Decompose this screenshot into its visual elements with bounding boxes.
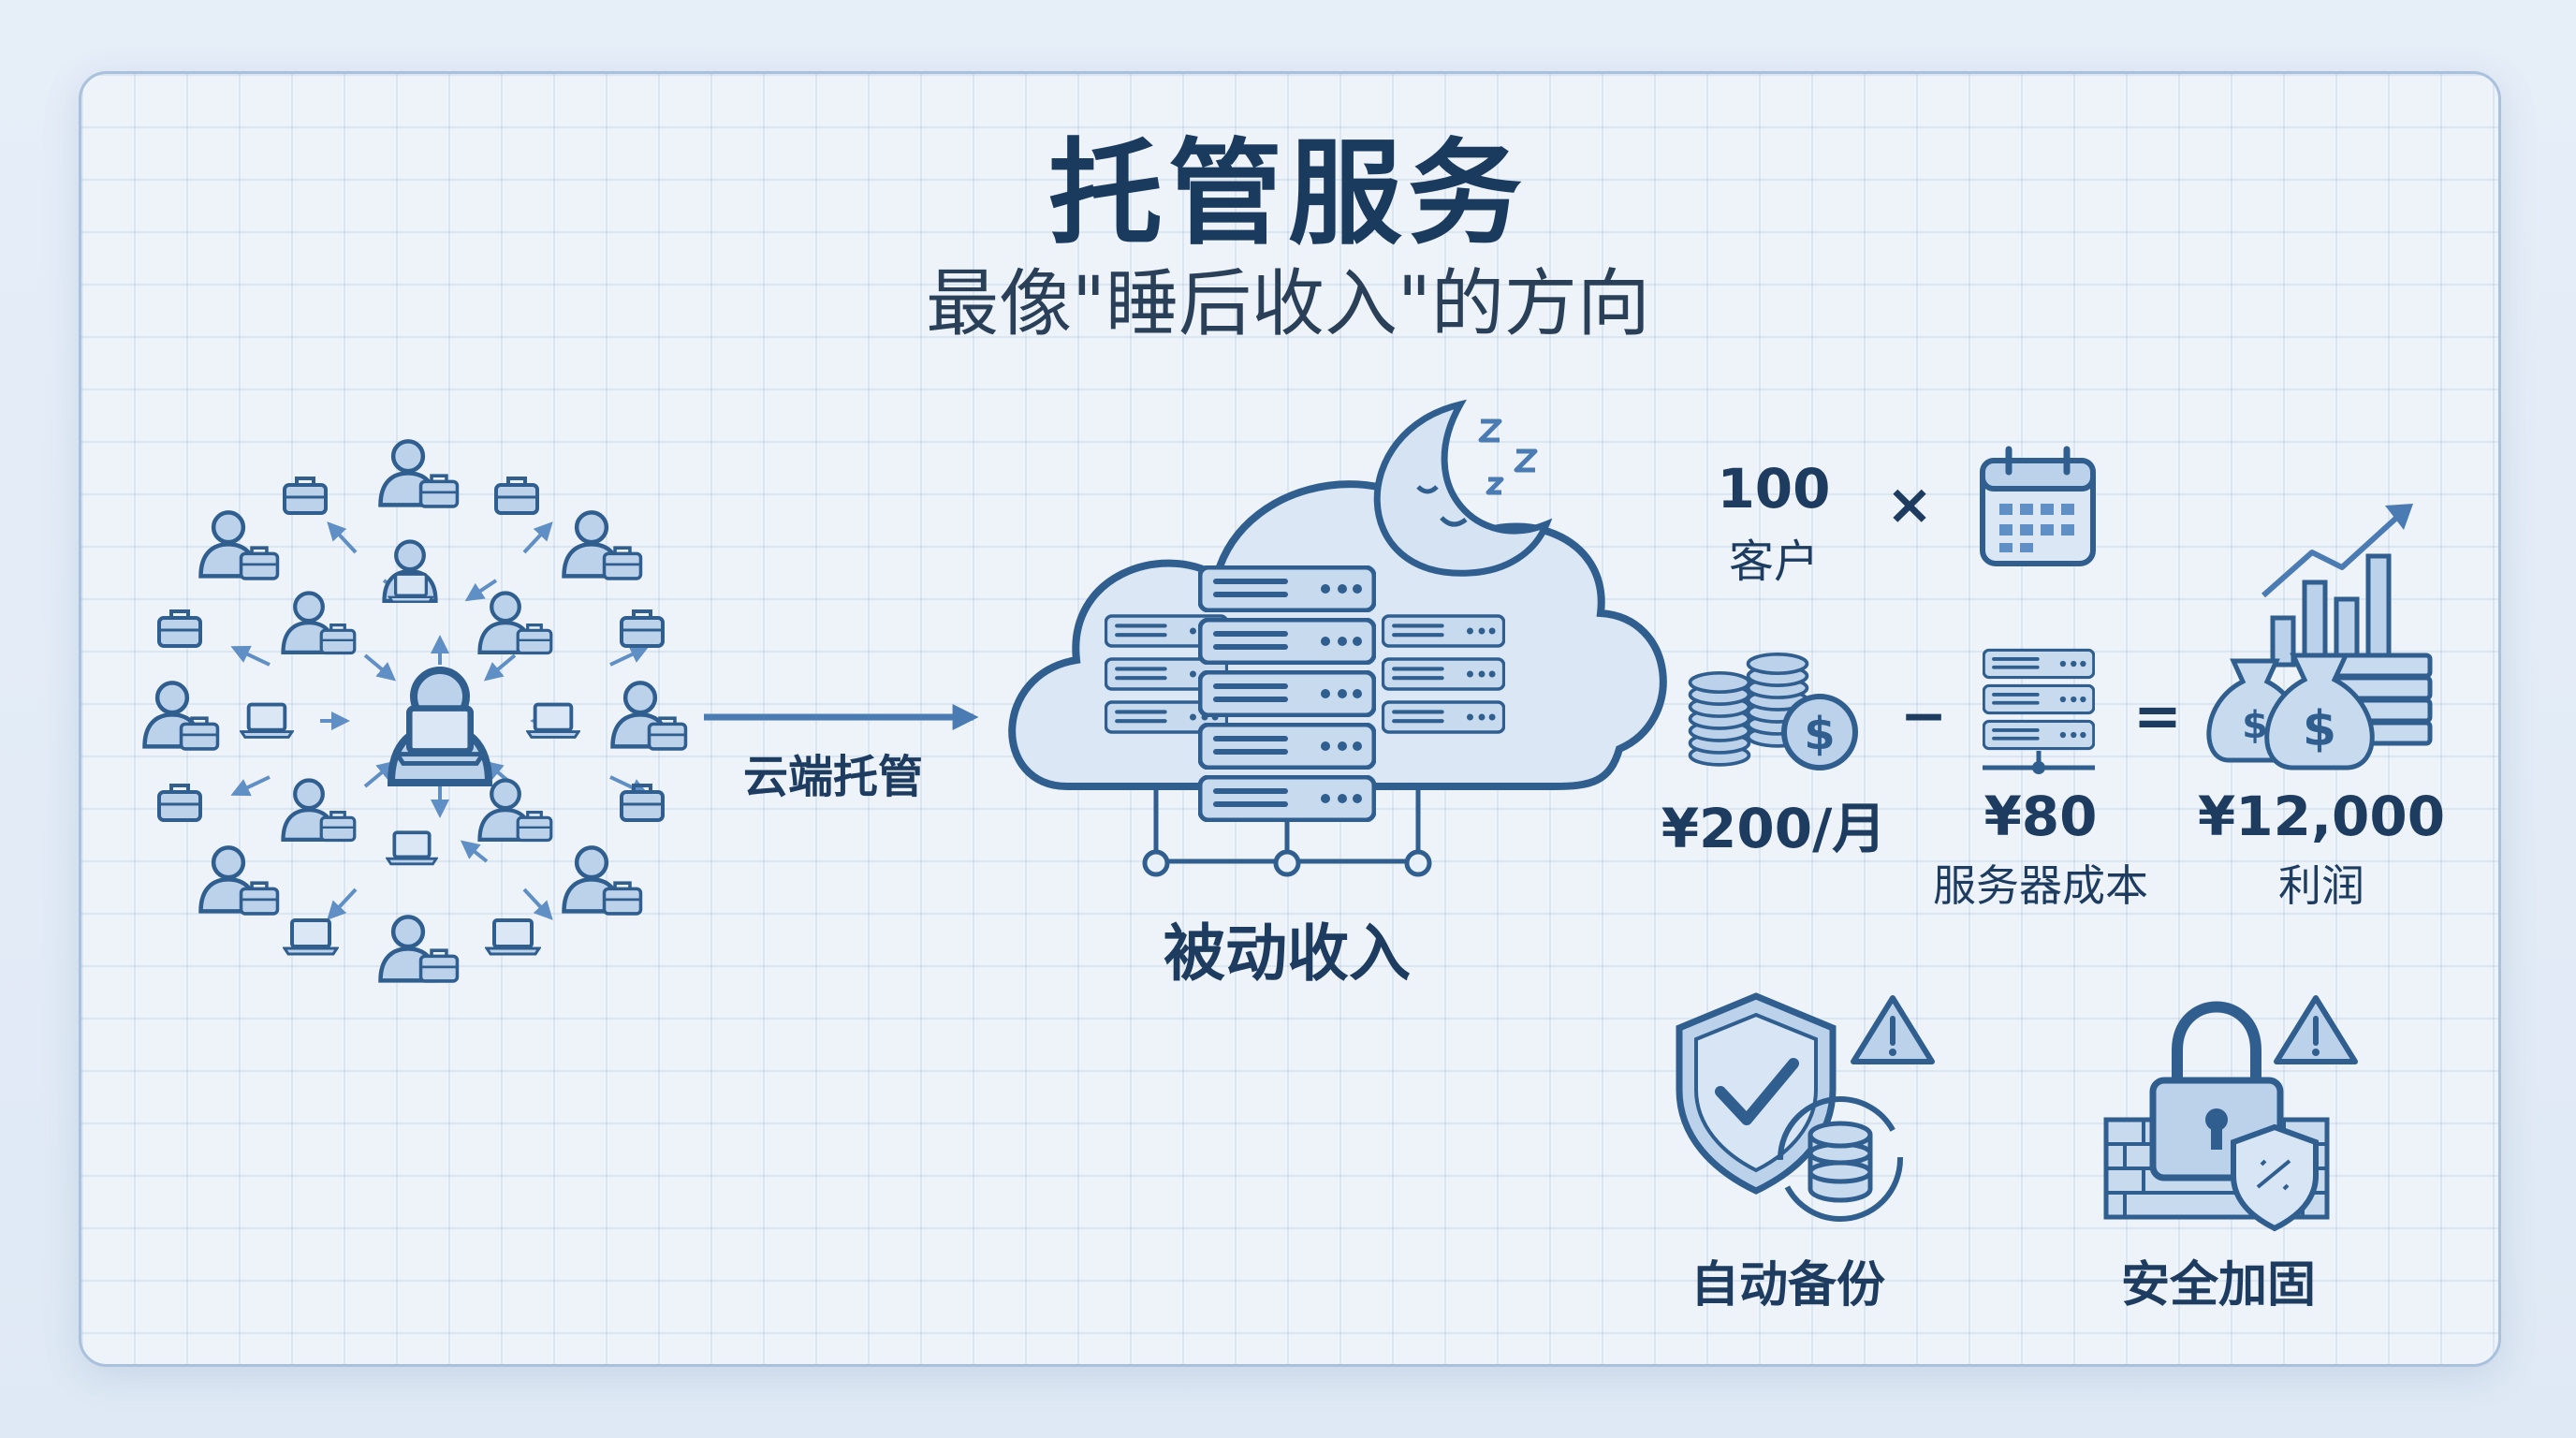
profit-chart-icon	[2261, 504, 2413, 668]
svg-text:$: $	[2303, 701, 2336, 757]
cloud-label: 被动收入	[1164, 917, 1411, 990]
svg-text:$: $	[1804, 708, 1835, 760]
profit-value: ¥12,000	[2197, 785, 2446, 848]
svg-text:$: $	[2242, 704, 2268, 747]
price-value: ¥200/月	[1661, 797, 1887, 860]
cost-value: ¥80	[1983, 785, 2098, 848]
arrow-label: 云端托管	[742, 751, 923, 803]
lock-firewall-icon	[2103, 1001, 2330, 1232]
calendar-icon	[1980, 446, 2096, 566]
user-network-icon	[145, 441, 688, 983]
coins-icon: $	[1688, 654, 1858, 770]
server-cost-icon	[1983, 648, 2095, 774]
warning-icon	[2274, 995, 2358, 1064]
customers-label: 客户	[1728, 536, 1819, 588]
cloud-server-icon	[1008, 480, 1667, 877]
sleeping-moon-icon	[1373, 399, 1553, 577]
cost-label: 服务器成本	[1933, 860, 2148, 911]
customers-value: 100	[1717, 457, 1831, 521]
profit-label: 利润	[2278, 860, 2364, 911]
shield-backup-icon	[1676, 992, 1903, 1222]
page-subtitle: 最像"睡后收入"的方向	[926, 262, 1650, 346]
feature-security-label: 安全加固	[2120, 1257, 2316, 1313]
page-title: 托管服务	[1048, 127, 1528, 260]
warning-icon	[1851, 995, 1935, 1064]
multiply-sign: ×	[1885, 472, 1934, 537]
equals-sign: =	[2133, 682, 2182, 750]
minus-sign: −	[1899, 683, 1948, 749]
money-bags-icon: $ $	[2206, 653, 2433, 770]
feature-backup-label: 自动备份	[1690, 1257, 1885, 1313]
